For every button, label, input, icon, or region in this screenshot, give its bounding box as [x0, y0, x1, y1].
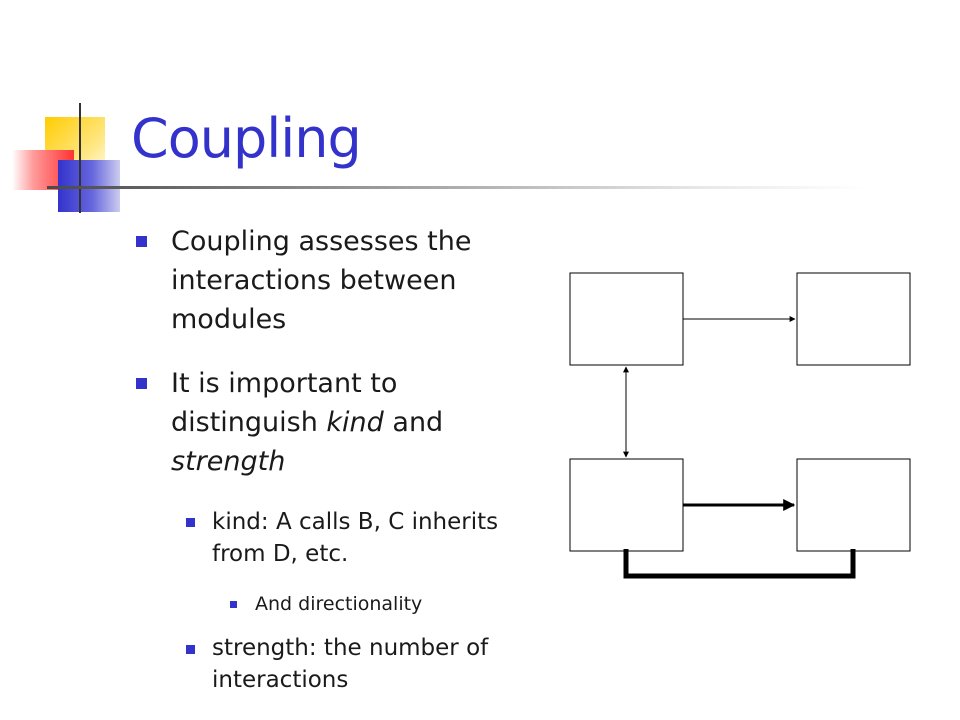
module-box-bottom-right — [796, 458, 911, 552]
bullet-1: Coupling assesses the interactions betwe… — [171, 226, 472, 335]
bullet-marker — [136, 236, 147, 247]
slide-title: Coupling — [131, 107, 362, 170]
module-box-bottom-left — [569, 458, 684, 552]
bullet-marker — [230, 601, 237, 608]
decor-vertical-line — [79, 103, 81, 213]
bullet-4: And directionality — [255, 593, 423, 615]
bullet-marker — [186, 518, 195, 527]
bullet-2-kind: kind — [326, 407, 384, 438]
connector-bracket — [623, 549, 856, 579]
bullet-3: kind: A calls B, C inherits from D, etc. — [212, 509, 499, 567]
bullet-2-strength: strength — [171, 446, 286, 477]
bullet-5: strength: the number of interactions — [212, 635, 489, 693]
bullet-marker — [186, 645, 195, 654]
module-box-top-right — [796, 272, 911, 366]
title-divider — [47, 186, 867, 189]
bullet-2-text-a: It is important to distinguish — [171, 368, 398, 438]
module-box-top-left — [569, 272, 684, 366]
bullet-list: Coupling assesses the interactions betwe… — [136, 226, 511, 693]
coupling-diagram — [569, 272, 911, 579]
bullet-marker — [136, 378, 147, 389]
bullet-2-text-b: and — [383, 407, 444, 438]
bullet-2: It is important to distinguish kind and … — [171, 364, 511, 481]
